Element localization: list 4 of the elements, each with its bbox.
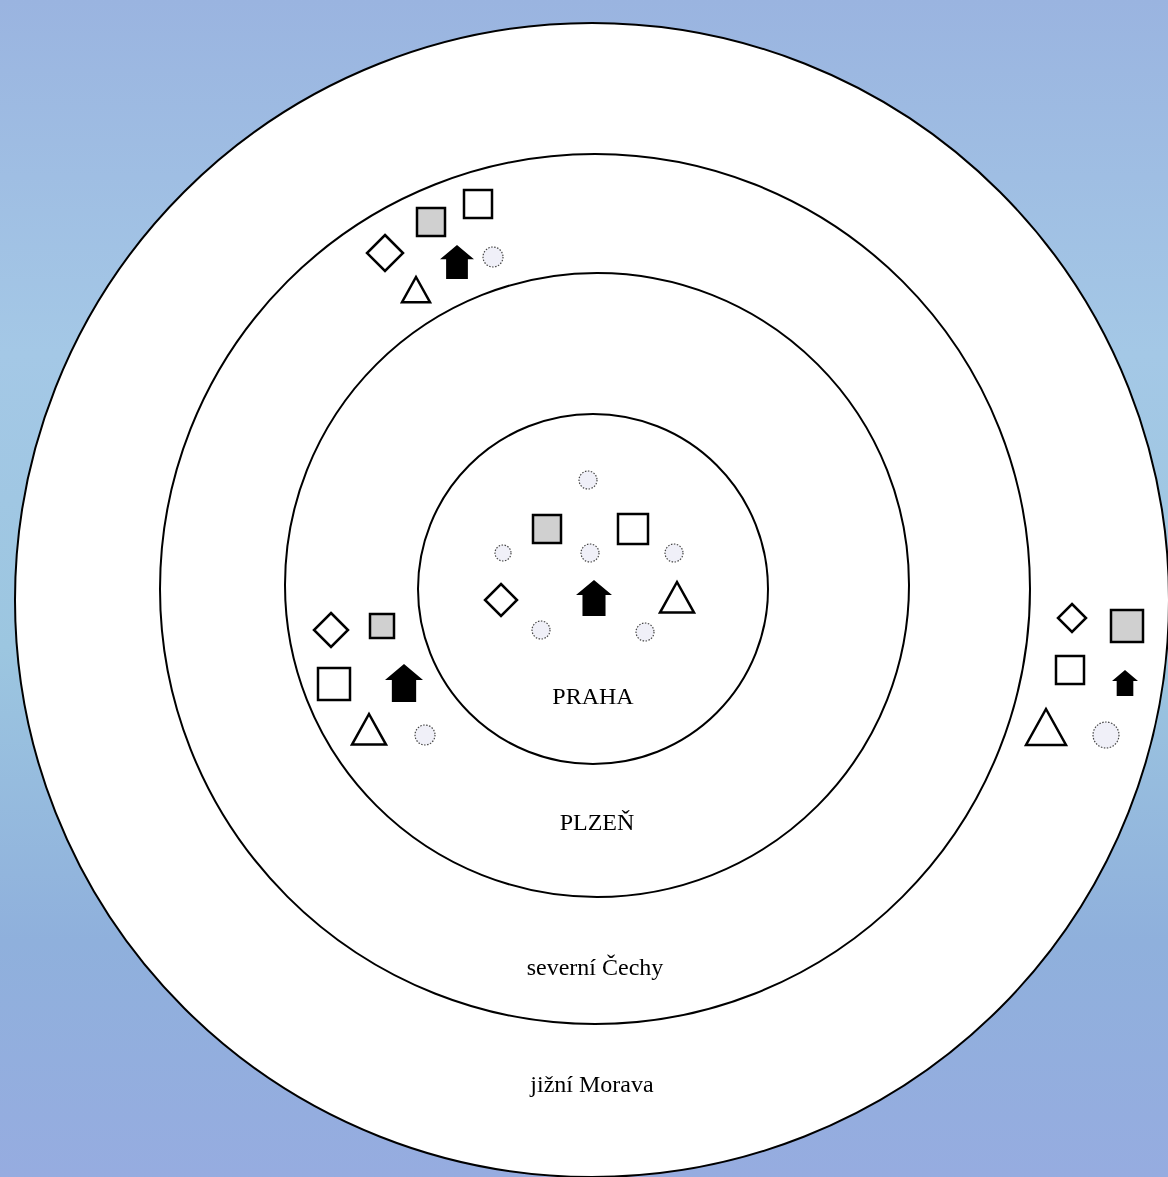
region-label: PLZEŇ	[559, 808, 635, 836]
region-label: severní Čechy	[526, 953, 664, 981]
region-label: PRAHA	[552, 682, 634, 710]
region-label: jižní Morava	[530, 1070, 654, 1098]
